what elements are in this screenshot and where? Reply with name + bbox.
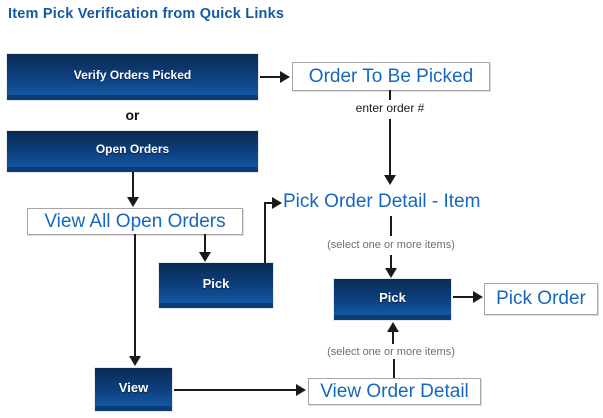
arrow-view-to-viewdetail-head xyxy=(296,384,306,396)
pick-button-right[interactable]: Pick xyxy=(334,279,451,320)
arrow-viewall-to-pick-line xyxy=(204,234,206,252)
arrow-viewdetail-to-pick-line xyxy=(392,332,394,344)
arrow-verify-to-order-head xyxy=(280,71,290,83)
open-orders-button[interactable]: Open Orders xyxy=(7,131,258,172)
arrow-pick-to-pickorder-line xyxy=(453,296,473,298)
elbow-pick-to-detail-horizontal xyxy=(264,202,273,204)
elbow-pick-to-detail-head xyxy=(272,197,282,209)
pick-button-left[interactable]: Pick xyxy=(159,263,273,308)
view-all-open-orders-box: View All Open Orders xyxy=(27,208,243,235)
arrow-verify-to-order-line xyxy=(260,76,280,78)
pick-order-detail-item-label: Pick Order Detail - Item xyxy=(283,191,481,212)
line-detail-to-select xyxy=(390,216,392,236)
pick-order-box: Pick Order xyxy=(484,283,598,315)
arrow-select-to-pick-head xyxy=(385,268,397,278)
arrow-openorders-to-viewall-head xyxy=(127,197,139,207)
arrow-viewdetail-to-pick-head xyxy=(387,322,399,332)
line-viewdetailbox-to-select xyxy=(393,359,395,378)
verify-orders-picked-button[interactable]: Verify Orders Picked xyxy=(7,54,258,100)
arrow-viewall-to-view-head xyxy=(129,356,141,366)
arrow-enter-to-detail-head xyxy=(384,175,396,185)
enter-order-number-label: enter order # xyxy=(355,101,425,115)
select-items-bottom-label: (select one or more items) xyxy=(327,346,455,358)
select-items-top-label: (select one or more items) xyxy=(327,239,455,251)
arrow-viewall-to-view-line xyxy=(134,234,136,356)
arrow-view-to-viewdetail-line xyxy=(174,389,296,391)
elbow-pick-to-detail-vertical xyxy=(264,202,266,263)
view-order-detail-box: View Order Detail xyxy=(308,378,481,405)
line-order-to-enter xyxy=(389,90,391,100)
arrow-pick-to-pickorder-head xyxy=(473,291,483,303)
arrow-enter-to-detail-line xyxy=(389,119,391,175)
arrow-openorders-to-viewall-line xyxy=(132,172,134,197)
arrow-select-to-pick-line xyxy=(390,255,392,268)
order-to-be-picked-box: Order To Be Picked xyxy=(292,62,490,91)
or-label: or xyxy=(125,107,140,123)
view-button[interactable]: View xyxy=(95,368,172,411)
arrow-viewall-to-pick-head xyxy=(199,252,211,262)
page-title: Item Pick Verification from Quick Links xyxy=(8,6,285,22)
